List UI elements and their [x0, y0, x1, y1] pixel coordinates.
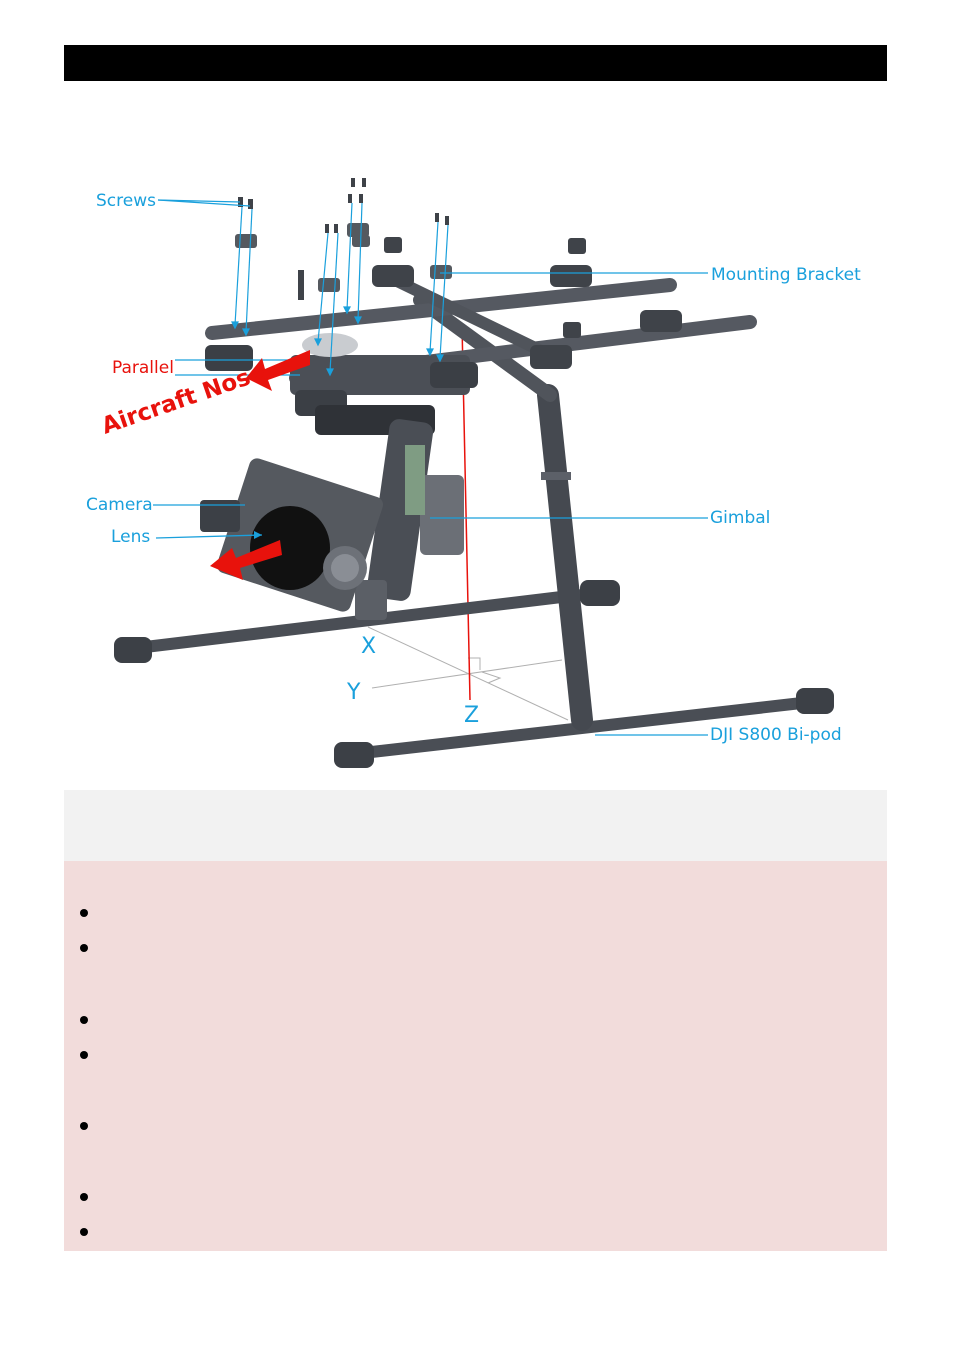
mounting-bracket-label: Mounting Bracket	[711, 265, 861, 285]
gimbal-top-plate	[205, 333, 478, 435]
bipod-end-caps	[114, 580, 834, 768]
bullet-point	[80, 909, 88, 917]
bipod-frame	[114, 293, 834, 761]
bullet-point	[80, 1228, 88, 1236]
bullet-point	[80, 1016, 88, 1024]
rail-clamps	[298, 237, 682, 369]
camera-label: Camera	[86, 495, 153, 515]
bullet-point	[80, 944, 88, 952]
screw-guide-lines	[231, 202, 449, 377]
aircraft-nose-arrow	[246, 350, 310, 391]
mounting-brackets	[235, 223, 452, 292]
axis-y-label: Y	[346, 680, 361, 705]
camera-body	[200, 458, 384, 612]
axis-reference-lines	[367, 626, 569, 721]
note-box	[64, 790, 887, 861]
callout-lines	[153, 199, 708, 736]
bipod-label: DJI S800 Bi-pod	[710, 725, 842, 745]
screws	[238, 178, 449, 233]
screws-label: Screws	[96, 191, 156, 211]
lens-direction-arrow	[210, 540, 282, 580]
axis-x-label: X	[361, 634, 376, 659]
lens-label: Lens	[111, 527, 150, 547]
gimbal-mounting-diagram: Screws Mounting Bracket Parallel Aircraf…	[86, 178, 861, 768]
bullet-point	[80, 1193, 88, 1201]
parallel-label: Parallel	[112, 358, 174, 378]
warning-box	[64, 861, 887, 1251]
bullet-point	[80, 1051, 88, 1059]
gimbal-arms	[355, 419, 464, 620]
bullet-point	[80, 1122, 88, 1130]
lens-pointer-arrow	[254, 531, 262, 539]
axis-z-label: Z	[464, 703, 479, 728]
header-bar	[64, 45, 887, 81]
gimbal-label: Gimbal	[710, 508, 770, 528]
